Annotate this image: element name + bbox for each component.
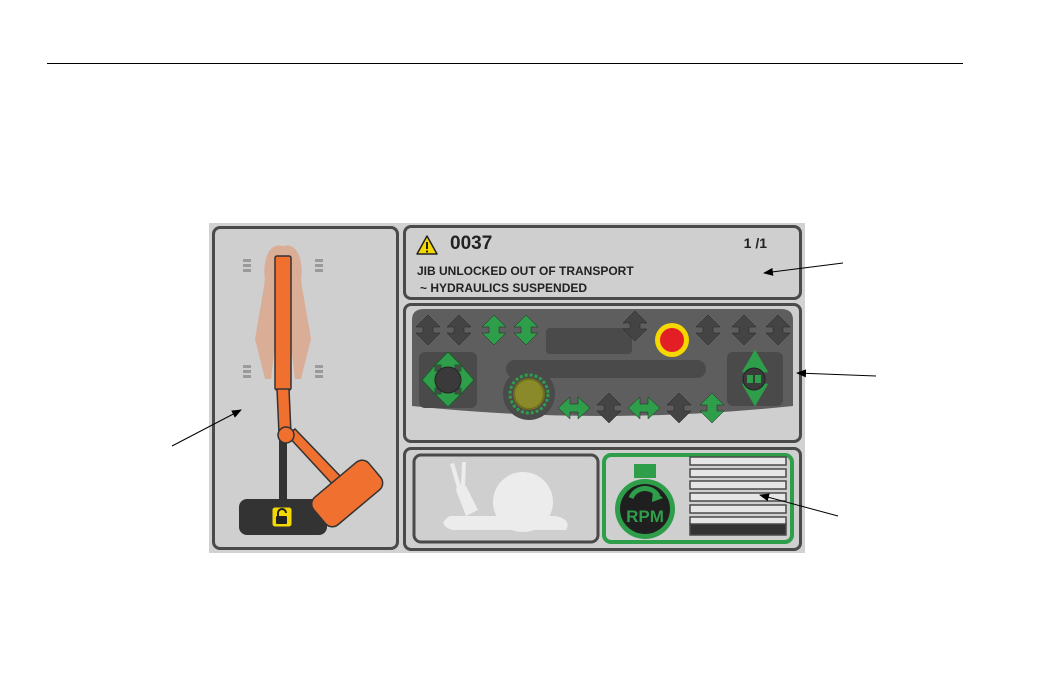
callout-control-console — [797, 373, 876, 376]
callout-rpm-indicator — [760, 495, 838, 516]
callout-alarm-message — [764, 263, 843, 273]
callout-machine-overview — [172, 410, 241, 446]
